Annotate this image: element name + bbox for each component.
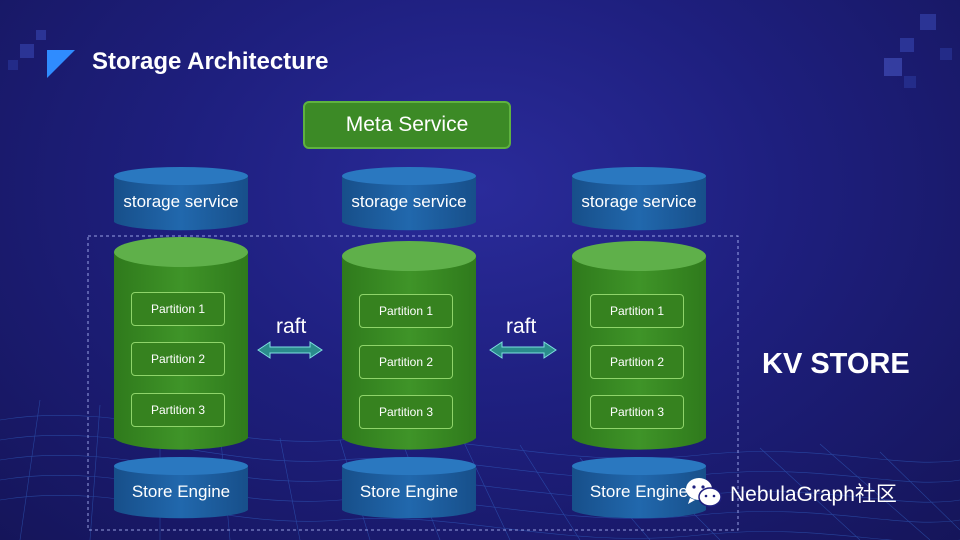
- partition-box: Partition 3: [359, 395, 453, 429]
- store-engine-label-2: Store Engine: [359, 482, 459, 501]
- partition-box: Partition 2: [590, 345, 684, 379]
- partition-box: Partition 2: [131, 342, 225, 376]
- storage-node-3: [572, 167, 706, 519]
- page-title: Storage Architecture: [92, 48, 329, 75]
- store-engine-label-3: Store Engine: [589, 482, 689, 501]
- watermark: NebulaGraph社区: [684, 476, 897, 510]
- storage-service-label-2: storage service: [351, 192, 467, 211]
- partition-box: Partition 3: [590, 395, 684, 429]
- store-engine-label-1: Store Engine: [131, 482, 231, 501]
- storage-service-label-3: storage service: [581, 192, 697, 211]
- raft-arrow-right: [489, 341, 557, 359]
- partition-box: Partition 2: [359, 345, 453, 379]
- partition-box: Partition 1: [131, 292, 225, 326]
- raft-arrow-left: [257, 341, 323, 359]
- partition-box: Partition 3: [131, 393, 225, 427]
- watermark-text: NebulaGraph社区: [730, 483, 897, 506]
- raft-label-2: raft: [506, 315, 537, 338]
- corner-decoration-left: [8, 30, 46, 70]
- kv-store-region: [87, 235, 739, 531]
- wechat-icon: [686, 478, 722, 507]
- meta-service-box: Meta Service: [303, 101, 511, 149]
- raft-label-1: raft: [276, 315, 307, 338]
- kv-store-label: KV STORE: [762, 348, 910, 380]
- storage-node-2: [342, 167, 476, 519]
- corner-decoration-right: [884, 14, 952, 88]
- partition-box: Partition 1: [590, 294, 684, 328]
- partition-box: Partition 1: [359, 294, 453, 328]
- title-accent-icon: [47, 50, 75, 78]
- storage-service-label-1: storage service: [123, 192, 239, 211]
